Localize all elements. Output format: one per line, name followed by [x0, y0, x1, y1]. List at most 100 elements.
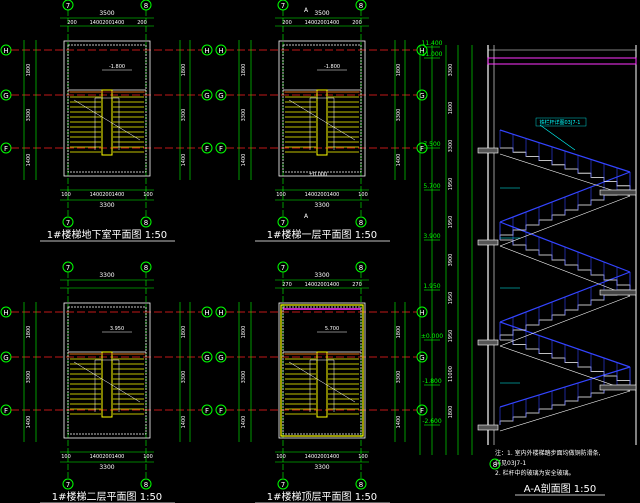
stair-soffit: [499, 295, 631, 347]
section-level-label: 11.000: [422, 51, 443, 58]
dim-part-bottom: 1400: [327, 454, 340, 460]
section-dim-text: 1950: [448, 178, 454, 191]
dim-part-bottom: 200: [102, 454, 112, 460]
dim-vertical-text: 1800: [396, 64, 402, 77]
level-mark: 5.700: [325, 326, 339, 332]
section-dim-text: 1800: [448, 406, 454, 419]
dim-vertical-text: 1400: [241, 416, 247, 429]
row-axis-label: F: [205, 145, 209, 153]
dim-vertical-text: 1800: [181, 326, 187, 339]
row-axis-label: F: [219, 145, 223, 153]
row-axis-label: H: [419, 47, 424, 55]
axis-label: 7: [66, 264, 70, 272]
dim-part-top: 200: [352, 20, 362, 26]
walk-line: [94, 97, 120, 150]
dim-vertical-text: 1800: [26, 326, 32, 339]
row-axis-label: H: [419, 309, 424, 317]
axis-label: 7: [66, 2, 70, 10]
plan-title: 1#楼梯二层平面图 1:50: [52, 490, 162, 503]
dim-vertical-text: 1400: [396, 154, 402, 167]
dim-part-bottom: 1400: [327, 192, 340, 198]
axis-label: 7: [66, 481, 70, 489]
stair-soffit: [499, 390, 631, 432]
stair-well: [316, 89, 328, 156]
dim-part-top: 1400: [327, 20, 340, 26]
dim-vertical-text: 1400: [181, 154, 187, 167]
axis-bubble: [140, 216, 152, 228]
section-dim-text: 3900: [448, 254, 454, 267]
section-note: 详见03J7-1: [495, 459, 526, 467]
section-level-label: -1.800: [422, 378, 442, 385]
landing-slab: [599, 384, 637, 391]
axis-label: 8: [359, 481, 363, 489]
row-axis-label: H: [3, 47, 8, 55]
floor-slab: [477, 339, 499, 346]
section-dim-text: 1950: [448, 216, 454, 229]
dim-part-top: 200: [317, 20, 327, 26]
row-axis-label: G: [3, 92, 8, 100]
dim-total-bottom: 3300: [314, 202, 329, 209]
dim-part-bottom: 100: [276, 454, 286, 460]
dim-part-top: 1400: [90, 20, 103, 26]
section-note: 注：1. 室内外楼梯踏步面均做铜防滑条,: [495, 449, 601, 457]
callout-leader: [539, 124, 576, 151]
dim-total-top: 3500: [99, 10, 114, 17]
row-axis-label: G: [218, 92, 223, 100]
row-axis-label: G: [204, 92, 209, 100]
row-axis-label: H: [218, 47, 223, 55]
plan-title: 1#楼梯地下室平面图 1:50: [47, 228, 167, 241]
wall-outer: [63, 40, 151, 177]
dim-part-top: 270: [352, 282, 362, 288]
dim-part-bottom: 100: [61, 192, 71, 198]
floor-slab: [477, 424, 499, 431]
stair-well: [101, 89, 113, 156]
row-axis-label: H: [218, 309, 223, 317]
callout-box: [535, 117, 587, 127]
section-mark: A: [304, 213, 309, 220]
walk-line: [309, 97, 335, 150]
dim-part-bottom: 1400: [112, 454, 125, 460]
axis-label: 7: [281, 481, 285, 489]
dim-part-top: 1400: [305, 282, 318, 288]
roof-slab: [487, 57, 637, 65]
section-level-label: -2.600: [422, 418, 442, 425]
axis-label: 7: [281, 264, 285, 272]
dim-part-bottom: 100: [358, 192, 368, 198]
wall-outer: [278, 40, 366, 177]
dim-part-top: 200: [67, 20, 77, 26]
row-axis-label: H: [3, 309, 8, 317]
wall-outer: [63, 302, 151, 439]
dim-vertical-text: 1800: [241, 64, 247, 77]
dim-vertical-text: 1800: [396, 326, 402, 339]
row-axis-label: F: [420, 407, 424, 415]
row-axis-label: G: [3, 354, 8, 362]
dim-vertical-text: 3300: [26, 371, 32, 384]
dim-part-bottom: 100: [143, 454, 153, 460]
axis-bubble: [62, 478, 74, 490]
plan-title: 1#楼梯一层平面图 1:50: [267, 228, 377, 241]
row-axis-label: H: [204, 309, 209, 317]
dim-part-bottom: 1400: [90, 192, 103, 198]
section-level-label: 1.950: [423, 283, 440, 290]
section-dim-text: 1800: [448, 102, 454, 115]
break-line: [73, 99, 141, 141]
stair-soffit: [499, 345, 631, 392]
wall-inner: [282, 306, 362, 435]
dim-vertical-text: 3300: [26, 109, 32, 122]
dim-vertical-text: 1400: [241, 154, 247, 167]
row-axis-label: G: [419, 92, 424, 100]
callout-text: 铁栏杆详图03J7-1: [539, 119, 580, 126]
row-axis-label: F: [420, 145, 424, 153]
dim-part-top: 200: [282, 20, 292, 26]
axis-label: 8: [144, 264, 148, 272]
dim-part-bottom: 100: [358, 454, 368, 460]
dim-total-top: 3300: [314, 272, 329, 279]
dim-vertical-text: 3300: [241, 109, 247, 122]
dim-part-bottom: 1400: [305, 454, 318, 460]
axis-label: 8: [359, 264, 363, 272]
break-line: [288, 99, 356, 141]
plan-title: 1#楼梯顶层平面图 1:50: [267, 490, 377, 503]
dim-total-top: 3300: [99, 272, 114, 279]
